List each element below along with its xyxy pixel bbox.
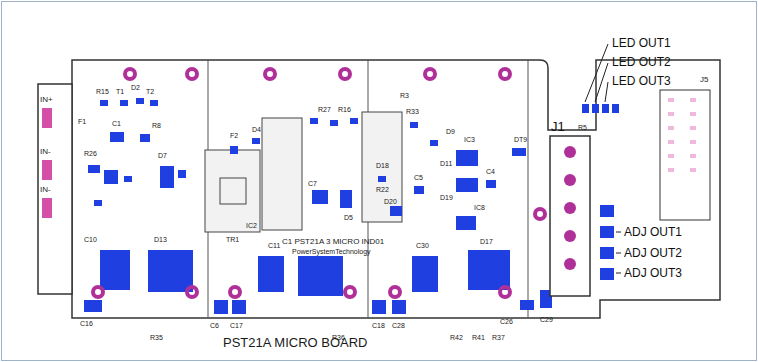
component-designator: C4 [486, 168, 495, 175]
component-designator: C29 [540, 316, 553, 323]
component-designator: D5 [344, 214, 353, 221]
callout-label: LED OUT2 [612, 56, 671, 68]
component-designator: IC8 [474, 204, 485, 211]
callout-label: LED OUT1 [612, 37, 671, 49]
component-designator: D9 [446, 128, 455, 135]
component-designator: D18 [376, 162, 389, 169]
component-designator: C5 [414, 174, 423, 181]
component-designator: R5 [578, 124, 587, 131]
component-designator: T2 [146, 88, 154, 95]
component-designator: R42 [450, 334, 463, 341]
component-designator: C11 [268, 242, 280, 249]
component-designator: D19 [440, 194, 453, 201]
component-designator: R41 [472, 334, 485, 341]
component-designator: R33 [406, 108, 419, 115]
board-caption: PST21A MICRO BOARD [223, 336, 367, 349]
component-designator: J5 [700, 76, 708, 84]
component-designator: C26 [500, 318, 513, 325]
component-designator: PowerSystemTechnology [292, 248, 371, 255]
component-designator: C7 [308, 180, 317, 187]
component-designator: D17 [480, 238, 493, 245]
component-designator: C28 [392, 322, 405, 329]
component-designator: D11 [440, 160, 452, 167]
component-designator: R26 [84, 150, 97, 157]
component-designator: R37 [492, 334, 505, 341]
component-designator: C30 [416, 242, 429, 249]
component-designator: IN- [40, 148, 51, 156]
component-designator: T1 [116, 88, 124, 95]
component-designator: C1 PST21A 3 MICRO IND01 [282, 238, 384, 246]
component-designator: R35 [150, 334, 163, 341]
component-designator: TR1 [226, 236, 239, 243]
component-designator: D20 [384, 198, 397, 205]
component-designator: R15 [96, 88, 109, 95]
component-designator: C1 [112, 120, 121, 127]
component-designator: R3 [400, 92, 409, 99]
component-designator: C16 [80, 320, 93, 327]
component-designator: IN- [40, 186, 51, 194]
component-designator: D7 [158, 152, 167, 159]
component-designator: D2 [131, 84, 140, 91]
component-designator: R27 [318, 106, 331, 113]
component-designator: D13 [154, 236, 167, 243]
component-designator: R8 [152, 122, 161, 129]
component-designator: IN+ [40, 96, 53, 104]
callout-label: ADJ OUT3 [624, 267, 682, 279]
component-designator: IC3 [464, 136, 475, 143]
callout-label: ADJ OUT2 [624, 247, 682, 259]
component-designator: R22 [376, 186, 389, 193]
component-designator: C17 [230, 322, 243, 329]
component-designator: F1 [78, 118, 86, 125]
callout-label: ADJ OUT1 [624, 226, 682, 238]
component-designator: R16 [338, 106, 351, 113]
component-designator: IC2 [246, 222, 257, 229]
component-designator: C10 [84, 236, 97, 243]
callout-label: LED OUT3 [612, 75, 671, 87]
component-designator: F2 [230, 132, 238, 139]
component-designator: C18 [372, 322, 385, 329]
callout-label: J1 [551, 120, 565, 133]
component-designator: C6 [210, 322, 219, 329]
component-designator: DT9 [514, 136, 527, 143]
component-designator: D4 [252, 126, 261, 133]
